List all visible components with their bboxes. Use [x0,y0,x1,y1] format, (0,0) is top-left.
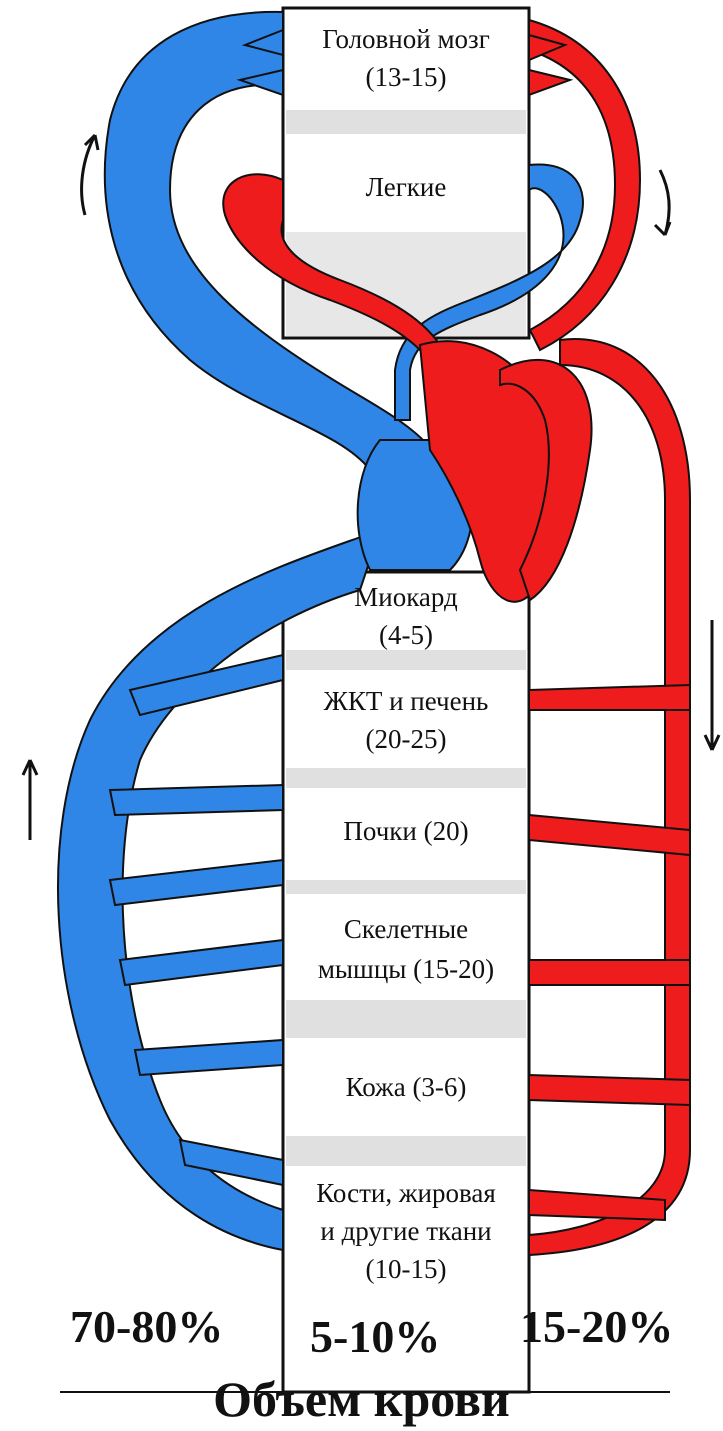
venous-volume-percent: 70-80% [70,1300,223,1353]
arterial-volume-percent: 15-20% [520,1300,673,1353]
blood-volume-caption: Объем крови [0,1370,723,1428]
skeletal-muscle-value: мышцы (15-20) [283,950,529,988]
skeletal-muscle-label: Скелетные [283,910,529,948]
lungs-label: Легкие [283,168,529,206]
kidneys-label: Почки (20) [283,812,529,850]
myocardium-value: (4-5) [283,616,529,654]
bones-fat-label-2: и другие ткани [283,1212,529,1250]
bones-fat-label: Кости, жировая [283,1174,529,1212]
skin-label: Кожа (3-6) [283,1068,529,1106]
gi-liver-label: ЖКТ и печень [283,682,529,720]
bones-fat-value: (10-15) [283,1250,529,1288]
brain-value: (13-15) [283,58,529,96]
gi-liver-value: (20-25) [283,720,529,758]
myocardium-label: Миокард [283,578,529,616]
capillary-volume-percent: 5-10% [310,1310,440,1363]
brain-label: Головной мозг [283,20,529,58]
